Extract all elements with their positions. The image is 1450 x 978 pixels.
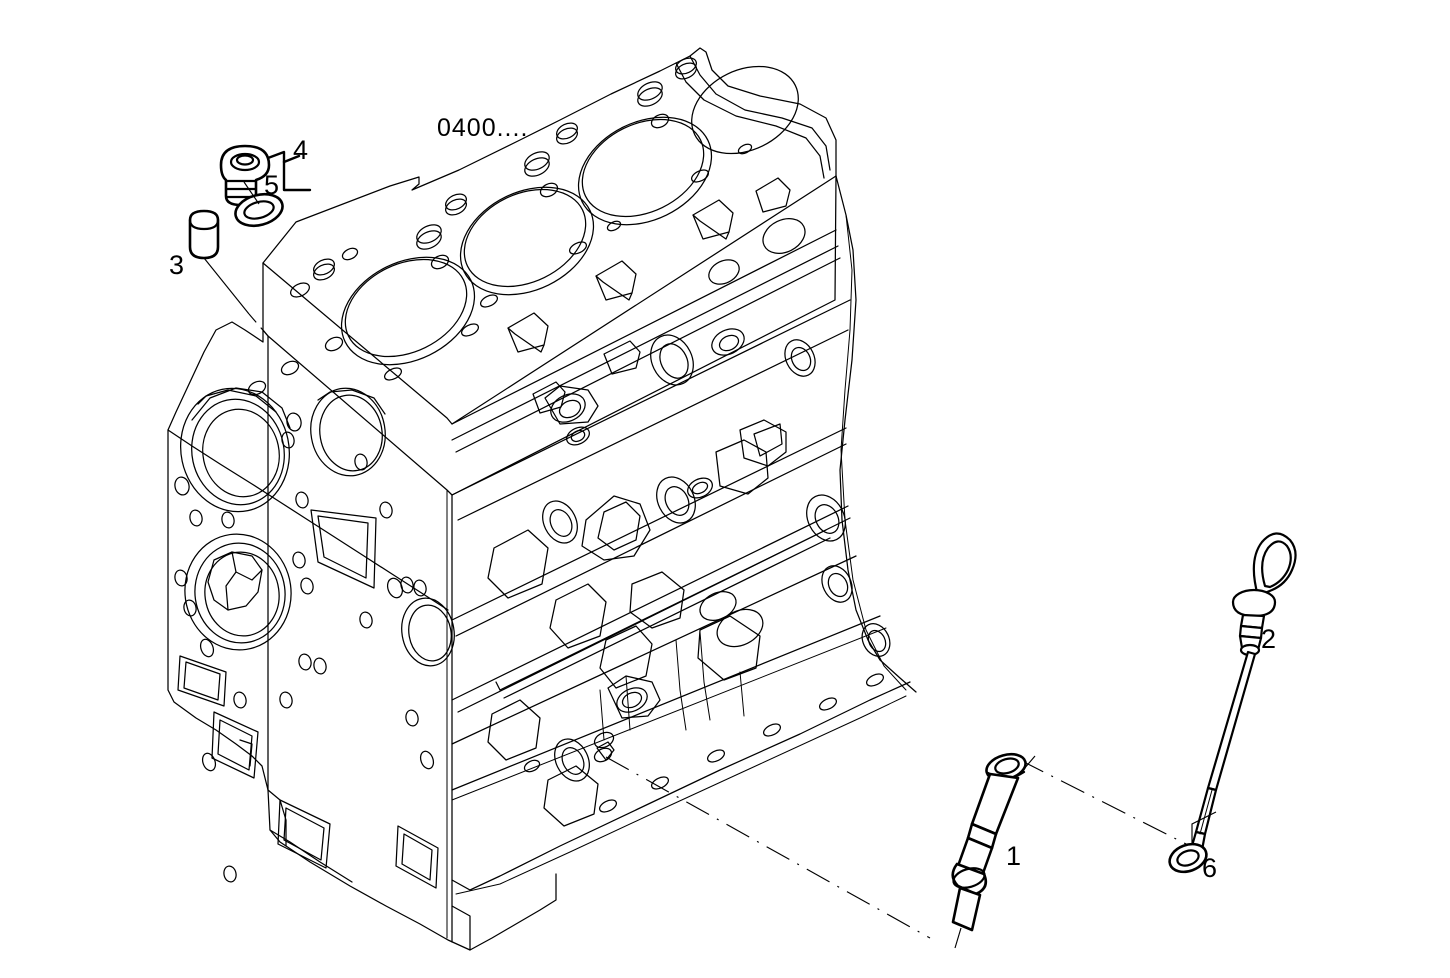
callout-4: 4 bbox=[293, 135, 308, 165]
part-4-bracket bbox=[266, 150, 312, 192]
callout-2: 2 bbox=[1261, 624, 1276, 654]
part-6-o-ring bbox=[1168, 811, 1217, 874]
part-3-core-plug bbox=[188, 209, 269, 337]
engine-cylinder-block bbox=[167, 47, 917, 951]
callout-3: 3 bbox=[169, 250, 184, 280]
callout-1: 1 bbox=[1006, 841, 1021, 871]
assembly-axis-line-dipstick bbox=[1019, 759, 1191, 847]
part-5-sealing-ring bbox=[234, 181, 284, 228]
part-2-oil-dipstick bbox=[1190, 532, 1297, 852]
diagram-title-code: 0400.... bbox=[437, 114, 528, 142]
callout-5: 5 bbox=[264, 170, 279, 200]
part-1-dipstick-guide-tube bbox=[951, 752, 1036, 949]
callout-6: 6 bbox=[1202, 853, 1217, 883]
part-4-bracket-tick bbox=[282, 154, 301, 164]
assembly-axis-line-tube bbox=[605, 756, 931, 939]
callout-labels: 1 2 3 4 5 6 bbox=[169, 135, 1276, 883]
